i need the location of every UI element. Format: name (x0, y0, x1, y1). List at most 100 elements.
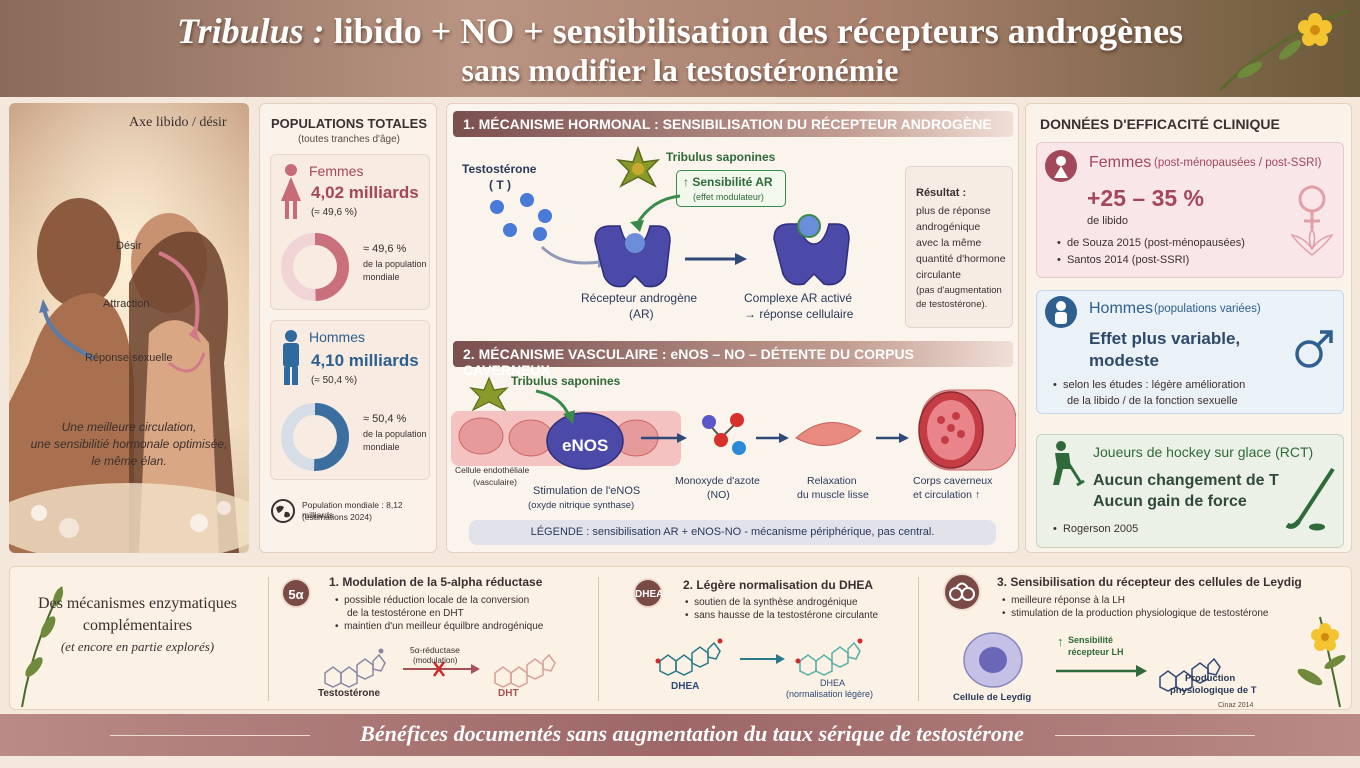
title-rest: libido + NO + sensibilisation des récept… (324, 11, 1184, 51)
footer-rule-left (110, 735, 310, 736)
libido-panel: Axe libido / désir Désir Attraction Répo… (9, 103, 249, 553)
leaf-decoration-left-icon (21, 586, 64, 708)
page-title: Tribulus : libido + NO + sensibilisation… (0, 10, 1360, 52)
circulation-label: et circulation ↑ (913, 489, 981, 501)
flower-decoration-icon (1218, 8, 1351, 92)
mechanism-5alpha-bullet-2: • maintien d'un meilleur équilbre androg… (335, 621, 544, 632)
women-count: 4,02 milliards (311, 183, 419, 202)
lh-sensitivity-label: Sensibilité (1068, 635, 1114, 645)
man-icon (283, 330, 299, 385)
tribulus-saponins-label-1: Tribulus saponines (666, 150, 776, 164)
divider-3 (918, 577, 919, 701)
men-effect-line-1: Effet plus variable, (1089, 329, 1241, 348)
hockey-label: Joueurs de hockey sur glace (RCT) (1093, 444, 1314, 460)
men-efficacy-sub: (populations variées) (1154, 303, 1261, 315)
activated-complex-icon (773, 214, 850, 286)
vascular-illustration (451, 376, 1016, 471)
corpora-label: Corps caverneux (913, 475, 993, 487)
enzymatic-intro-line-1: Des mécanismes enzymatiques (37, 595, 238, 612)
testosterone-to-dht-diagram (324, 648, 556, 688)
relaxation-label: Relaxation (807, 475, 857, 487)
men-donut-arc (281, 403, 349, 471)
complex-label: Complexe AR activé (744, 291, 853, 305)
enzyme-modulation-label: (modulation) (413, 656, 458, 665)
men-label: Hommes (309, 329, 366, 345)
cellular-response-label: → réponse cellulaire (744, 307, 854, 321)
nitric-oxide-label: Monoxyde d'azote (675, 475, 760, 487)
men-donut-pct: ≈ 50,4 % (363, 413, 407, 425)
mechanism-dhea-bullet-2: • sans hausse de la testostérone circula… (685, 610, 879, 621)
result-line-3: avec la même (916, 237, 982, 249)
result-line-4: quantité d'hormone (916, 253, 1006, 265)
result-note-1: (pas d'augmentation (916, 285, 1002, 296)
result-box: Résultat : plus de réponse androgénique … (905, 166, 1013, 328)
mechanism-leydig-title: 3. Sensibilisation du récepteur des cell… (997, 575, 1302, 589)
hockey-player-icon (1053, 441, 1085, 487)
receptor-abbr: (AR) (629, 307, 654, 321)
clinical-panel: DONNÉES D'EFFICACITÉ CLINIQUE Femmes (po… (1025, 103, 1352, 553)
five-alpha-icon: 5α (281, 578, 311, 608)
hormonal-mechanism-title: 1. MÉCANISME HORMONAL : SENSIBILISATION … (453, 111, 1013, 137)
vascular-mechanism-title: 2. MÉCANISME VASCULAIRE : eNOS – NO – DÉ… (453, 341, 1013, 378)
mechanism-leydig-bullet-2-text: stimulation de la production physiologiq… (1011, 608, 1269, 619)
result-title: Résultat : (916, 187, 967, 199)
populations-title: POPULATIONS TOTALES (270, 116, 427, 131)
women-donut-text-1: de la population (363, 259, 427, 269)
receptor-label: Récepteur androgène (581, 291, 698, 305)
enzymatic-mechanisms-panel: Des mécanismes enzymatiques complémentai… (9, 566, 1352, 710)
women-donut-text-2: mondiale (363, 272, 400, 282)
mechanisms-panel: 1. MÉCANISME HORMONAL : SENSIBILISATION … (446, 103, 1019, 553)
women-percent: (≈ 49,6 %) (311, 207, 358, 218)
dhea-from-label: DHEA (671, 681, 700, 692)
populations-panel: POPULATIONS TOTALES (toutes tranches d'â… (259, 103, 437, 553)
footer-rule-right (1055, 735, 1255, 736)
men-efficacy-card: Hommes (populations variées) Effet plus … (1036, 290, 1344, 414)
clinical-title: DONNÉES D'EFFICACITÉ CLINIQUE (1040, 116, 1280, 132)
mechanism-dhea-title: 2. Légère normalisation du DHEA (683, 578, 874, 592)
libido-caption-1: Une meilleure circulation, (61, 420, 197, 434)
enos-stimulation-sub: (oxyde nitrique synthase) (528, 500, 635, 511)
enzymatic-intro-line-3: (et encore en partie explorés) (60, 639, 215, 654)
mechanism-5alpha-bullet-1: • possible réduction locale de la conver… (335, 595, 530, 606)
result-line-1: plus de réponse (916, 205, 991, 217)
mechanism-dhea-bullet-1: • soutien de la synthèse androgénique (685, 597, 858, 608)
man-avatar-icon (1045, 296, 1077, 328)
legend-bar: LÉGENDE : sensibilisation AR + eNOS-NO -… (469, 520, 996, 545)
women-donut-arc (281, 233, 349, 301)
androgen-receptor-icon (594, 225, 671, 288)
woman-avatar-icon (1045, 150, 1077, 182)
result-line-2: androgénique (916, 221, 981, 233)
up-arrow-icon: ↑ (1057, 634, 1064, 649)
men-donut-chart (281, 403, 349, 471)
populations-subtitle: (toutes tranches d'âge) (298, 134, 400, 145)
men-ref-1-text: selon les études : légère amélioration (1062, 379, 1246, 391)
mechanism-leydig-bullet-2: • stimulation de la production physiolog… (1002, 608, 1269, 619)
men-ref-2: de la libido / de la fonction sexuelle (1067, 395, 1238, 407)
cycle-label-response: Réponse sexuelle (85, 352, 173, 364)
leydig-cell-label: Cellule de Leydig (953, 692, 1032, 703)
cycle-label-attraction: Attraction (103, 298, 150, 310)
women-effect-value: +25 – 35 % (1087, 185, 1205, 211)
mechanism-dhea-bullet-2-text: sans hausse de la testostérone circulant… (694, 610, 879, 621)
globe-icon (271, 499, 295, 523)
women-ref-1: • de Souza 2015 (post-ménopausées) (1057, 237, 1245, 249)
ar-sensitivity-label: ↑ Sensibilité AR (683, 175, 773, 189)
testosterone-production-diagram (1056, 657, 1221, 692)
title-italic: Tribulus : (176, 11, 325, 51)
men-ref-1: • selon les études : légère amélioration (1053, 379, 1246, 391)
cycle-label-desire: Désir (116, 240, 142, 252)
women-efficacy-label: Femmes (1089, 154, 1152, 171)
divider-1 (268, 577, 269, 701)
testosterone-abbr: ( T ) (489, 178, 511, 192)
legend-text: LÉGENDE : sensibilisation AR + eNOS-NO -… (530, 526, 935, 538)
ar-sensitivity-box: ↑ Sensibilité AR (effet modulateur) (676, 170, 786, 207)
testosterone-label: Testostérone (462, 162, 537, 176)
men-donut-text-1: de la population (363, 429, 427, 439)
dhea-normalization-diagram (655, 638, 863, 676)
enos-label: eNOS (562, 436, 609, 455)
hockey-line-2: Aucun gain de force (1093, 493, 1247, 510)
hockey-ref-text: Rogerson 2005 (1062, 523, 1139, 535)
testosterone-molecule-label: Testostérone (318, 688, 381, 699)
women-effect-sub: de libido (1087, 215, 1128, 227)
endothelial-cell-label: Cellule endothéliale (455, 465, 530, 475)
